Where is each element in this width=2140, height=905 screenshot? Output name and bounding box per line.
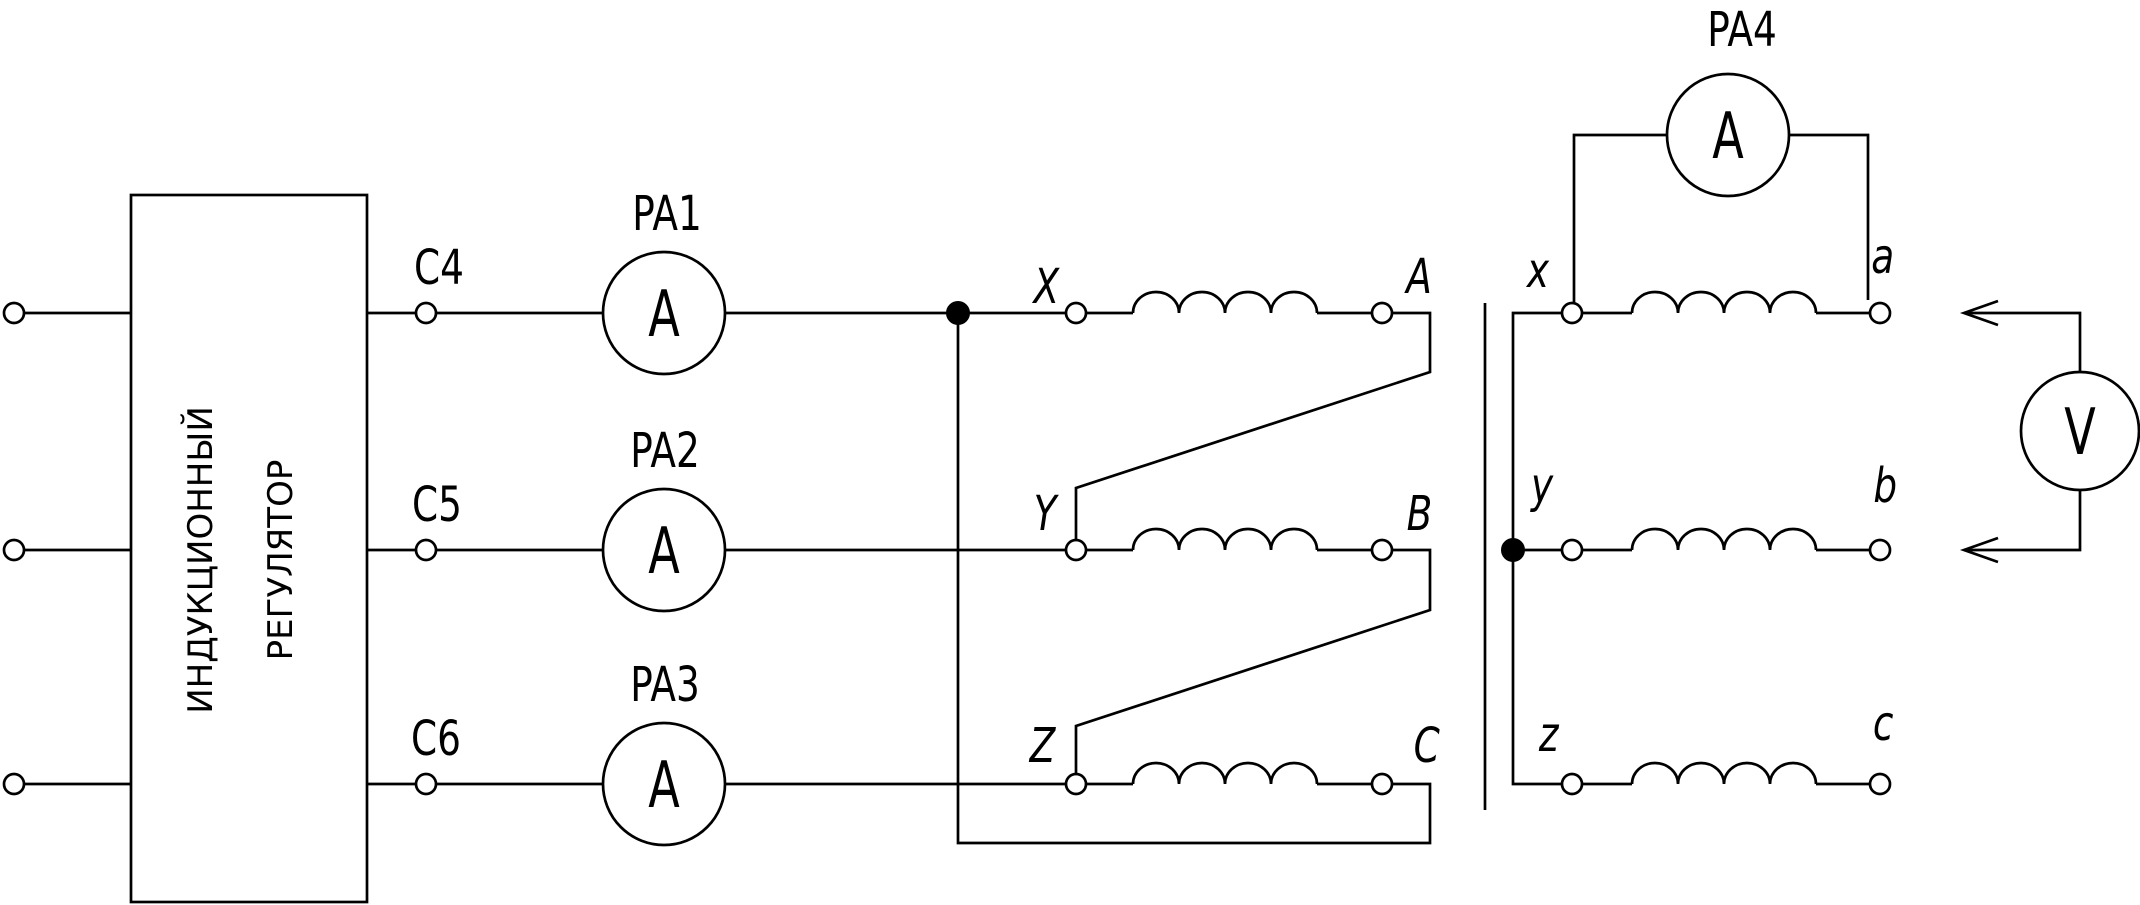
terminal-secondary-z [1560,772,1584,796]
terminal-c4 [414,301,438,325]
label-c6: C6 [411,712,461,768]
arrow-head-top [1959,299,1999,327]
label-primary-a: A [1404,250,1432,306]
ammeter-pa4: A PA4 [1572,3,1870,303]
secondary-winding: x a y b z c [1501,230,1897,796]
terminal-c5 [414,538,438,562]
label-secondary-b: b [1873,459,1897,515]
junction-dot-secondary [1501,538,1525,562]
terminal-primary-x [1064,301,1088,325]
label-secondary-z: z [1538,708,1560,764]
regulator-label-line1: ИНДУКЦИОННЫЙ [180,406,221,714]
terminal-c6 [414,772,438,796]
label-primary-c: C [1414,719,1440,775]
terminal-primary-a [1370,301,1394,325]
label-secondary-y: y [1529,459,1553,515]
ammeter-pa2: A PA2 [601,424,727,613]
input-terminal-1 [2,301,26,325]
label-c4: C4 [414,241,464,297]
input-terminal-3 [2,772,26,796]
ammeter-pa2-label: PA2 [630,424,700,480]
regulator-label-line2: РЕГУЛЯТОР [261,460,301,661]
induction-regulator: ИНДУКЦИОННЫЙ РЕГУЛЯТОР [129,193,369,904]
ammeter-pa1: A PA1 [601,187,727,376]
primary-winding: X A Y B Z C [946,250,1440,845]
terminal-primary-z [1064,772,1088,796]
label-secondary-a: a [1871,230,1894,286]
ammeter-pa1-label: PA1 [632,187,702,243]
label-secondary-x: x [1525,244,1549,300]
output-lines: C4 C5 C6 [367,241,1066,796]
ammeter-pa2-symbol: A [648,514,680,589]
terminal-secondary-c [1868,772,1892,796]
terminal-secondary-a [1868,301,1892,325]
terminal-secondary-b [1868,538,1892,562]
label-secondary-c: c [1873,697,1894,753]
terminal-primary-c [1370,772,1394,796]
terminal-primary-y [1064,538,1088,562]
ammeter-pa3: A PA3 [601,658,727,847]
label-c5: C5 [412,478,462,534]
terminal-secondary-y [1560,538,1584,562]
terminal-secondary-x [1560,301,1584,325]
label-primary-y: Y [1034,487,1060,543]
input-lines [2,301,131,796]
ammeter-pa4-symbol: A [1712,99,1744,174]
ammeter-pa3-label: PA3 [630,658,700,714]
label-primary-z: Z [1029,719,1057,775]
voltmeter: V [1959,299,2140,564]
label-primary-b: B [1407,487,1433,543]
label-primary-x: X [1032,260,1061,316]
voltmeter-symbol: V [2064,395,2096,470]
input-terminal-2 [2,538,26,562]
arrow-head-bottom [1959,536,1999,564]
terminal-primary-b [1370,538,1394,562]
ammeter-pa1-symbol: A [648,277,680,352]
ammeter-pa4-label: PA4 [1707,3,1777,59]
ammeter-pa3-symbol: A [648,748,680,823]
